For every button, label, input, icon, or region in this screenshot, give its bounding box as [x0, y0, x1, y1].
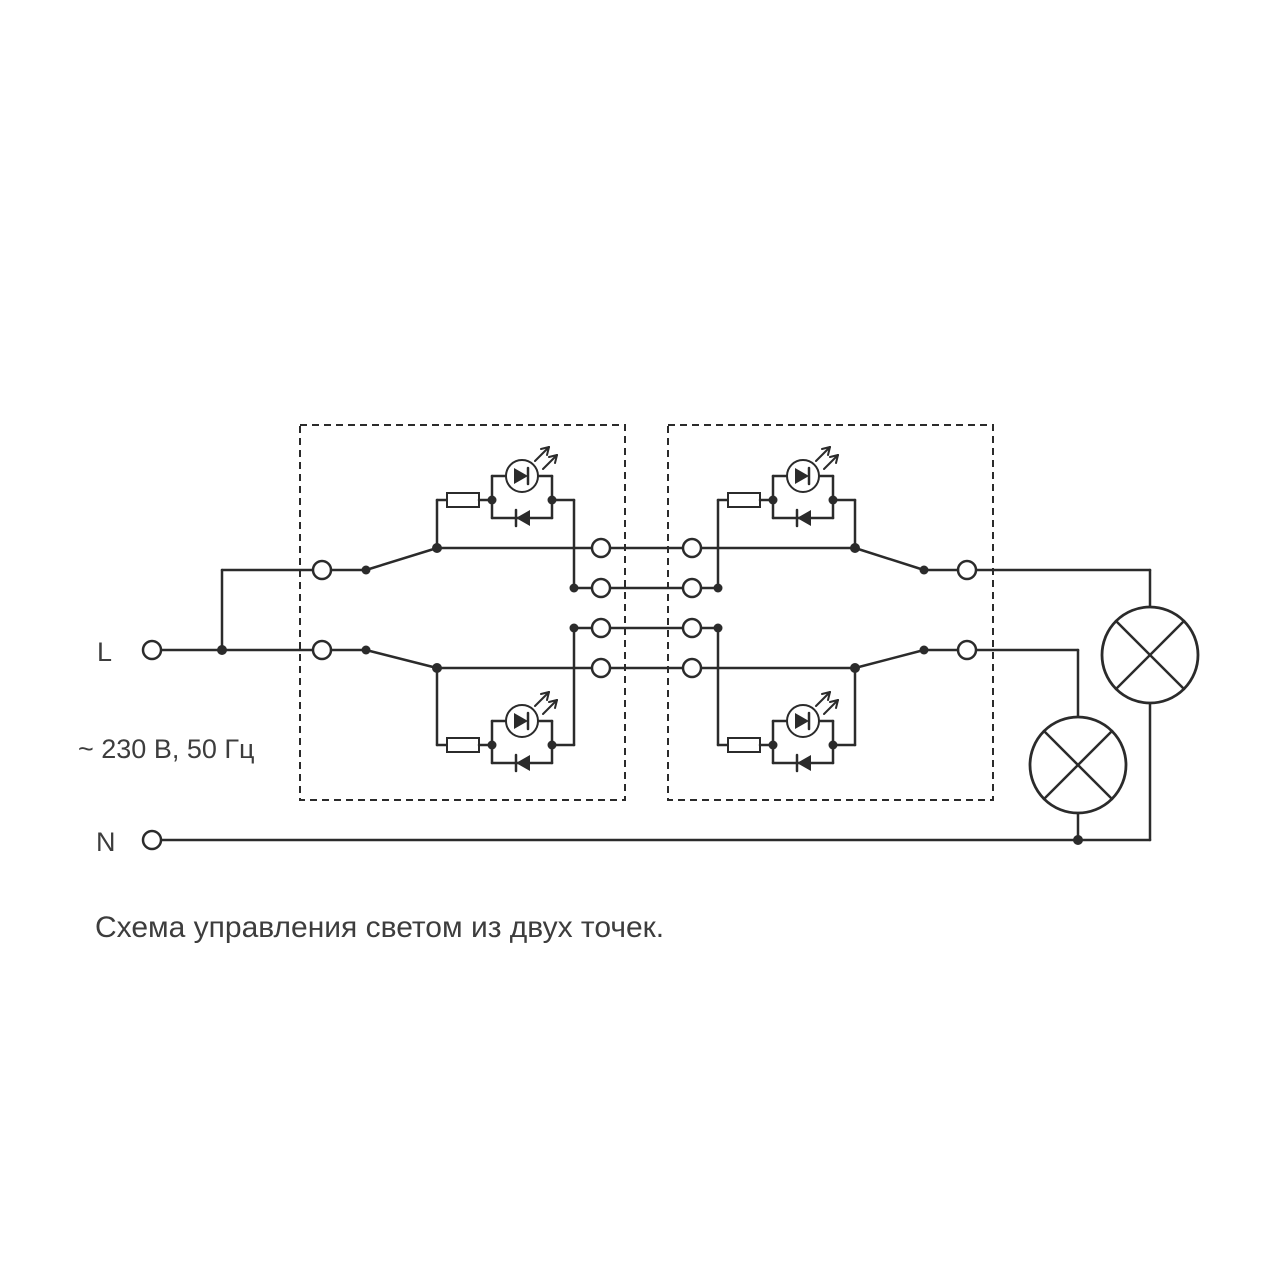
inter-module-terminals	[590, 537, 703, 679]
switch-left-bottom	[311, 639, 442, 673]
screw-terminal	[956, 559, 978, 581]
lamp-2	[1028, 715, 1128, 815]
switch-left-top	[311, 543, 442, 581]
voltage-rating-label: ~ 230 В, 50 Гц	[78, 734, 254, 764]
switch-right-bottom	[850, 639, 978, 673]
screw-terminal	[956, 639, 978, 661]
lamp-feed-wires	[974, 568, 1152, 719]
traveler-wires	[435, 546, 857, 670]
line-terminal	[141, 639, 163, 661]
switch-enclosure-left	[299, 424, 626, 801]
led-indicator-left-bottom	[435, 690, 576, 773]
led-indicator-left-top	[435, 445, 576, 528]
neutral-terminal-label: N	[96, 827, 116, 857]
switch-right-top	[850, 543, 978, 581]
screw-terminal	[311, 559, 333, 581]
screw-terminal	[311, 639, 333, 661]
led-indicator-right-bottom	[716, 690, 857, 773]
neutral-wires	[159, 701, 1152, 845]
line-terminal-label: L	[97, 637, 112, 667]
led-indicator-right-top	[716, 445, 857, 528]
switch-enclosure-right	[667, 424, 994, 801]
lamp-1	[1100, 605, 1200, 705]
neutral-terminal	[141, 829, 163, 851]
diagram-caption: Схема управления светом из двух точек.	[95, 911, 664, 944]
indicator-connection-wires	[435, 498, 857, 747]
line-feed-wires	[159, 568, 315, 655]
